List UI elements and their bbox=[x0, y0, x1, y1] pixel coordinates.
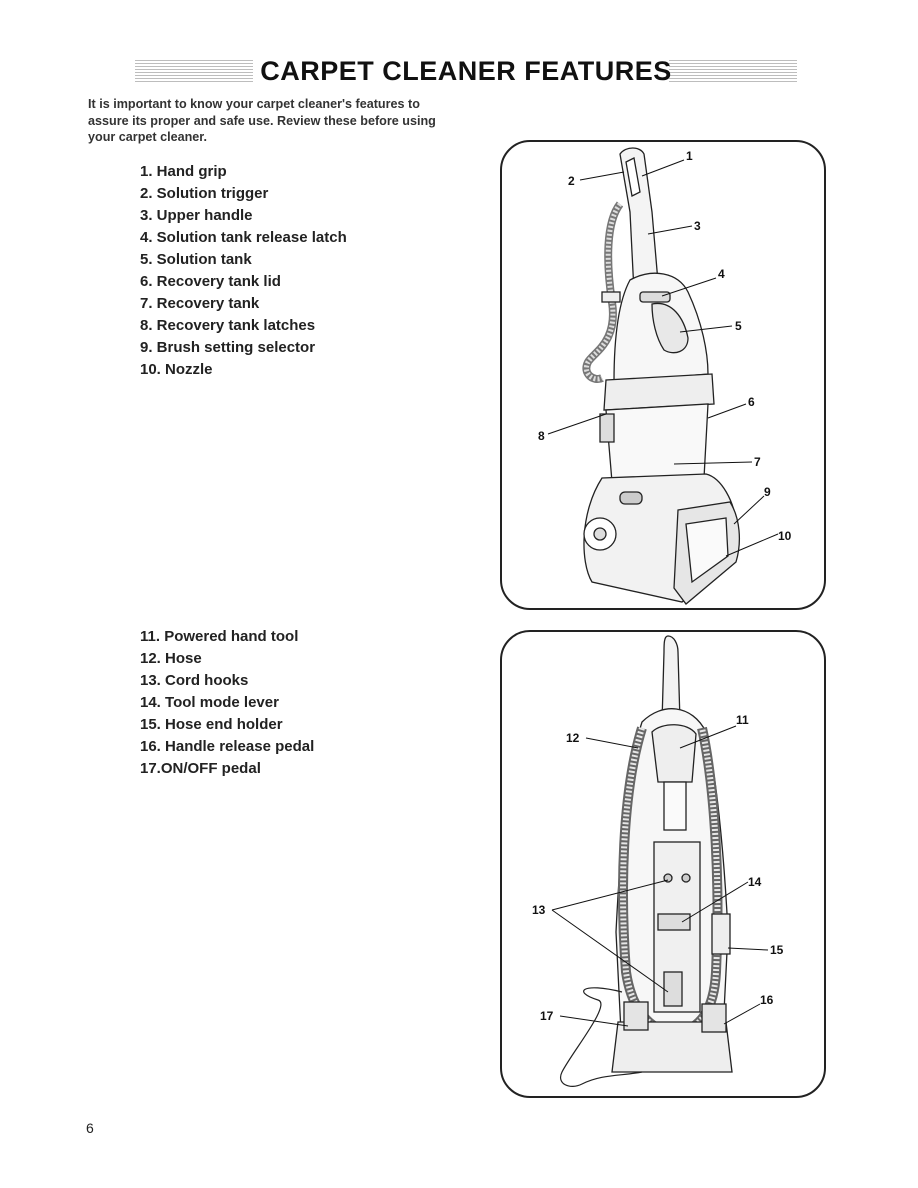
back-callouts: 11 12 13 14 15 16 17 bbox=[532, 713, 784, 1027]
callout-label: 4 bbox=[718, 267, 725, 281]
back-feature-list: 11. Powered hand tool 12. Hose 13. Cord … bbox=[140, 626, 314, 780]
title-hatch-right bbox=[669, 58, 797, 82]
front-view-diagram: 1 2 3 4 5 6 7 8 9 10 bbox=[500, 140, 826, 610]
callout-label: 9 bbox=[764, 485, 771, 499]
callout-label: 13 bbox=[532, 903, 546, 917]
callout-label: 8 bbox=[538, 429, 545, 443]
title-hatch-left bbox=[135, 58, 253, 82]
callout-label: 11 bbox=[736, 713, 749, 727]
callout-label: 10 bbox=[778, 529, 792, 543]
feature-item: 6. Recovery tank lid bbox=[140, 273, 281, 290]
feature-item: 10. Nozzle bbox=[140, 361, 213, 378]
title-band: CARPET CLEANER FEATURES bbox=[135, 56, 797, 86]
intro-text: It is important to know your carpet clea… bbox=[88, 97, 436, 144]
front-view-illustration: 1 2 3 4 5 6 7 8 9 10 bbox=[538, 147, 792, 605]
feature-item: 12. Hose bbox=[140, 650, 202, 667]
page-title: CARPET CLEANER FEATURES bbox=[260, 55, 672, 86]
feature-item: 7. Recovery tank bbox=[140, 295, 260, 312]
feature-item: 14. Tool mode lever bbox=[140, 694, 279, 711]
callout-label: 16 bbox=[760, 993, 774, 1007]
feature-item: 4. Solution tank release latch bbox=[140, 229, 347, 246]
callout-label: 5 bbox=[735, 319, 742, 333]
callout-label: 7 bbox=[754, 455, 761, 469]
back-view-diagram: 11 12 13 14 15 16 17 bbox=[500, 630, 826, 1098]
callout-label: 15 bbox=[770, 943, 784, 957]
feature-item: 2. Solution trigger bbox=[140, 185, 269, 202]
callout-label: 6 bbox=[748, 395, 755, 409]
callout-label: 12 bbox=[566, 731, 580, 745]
carpet-cleaner-front-drawing bbox=[582, 147, 741, 605]
callout-label: 2 bbox=[568, 174, 575, 188]
callout-label: 17 bbox=[540, 1009, 554, 1023]
feature-item: 13. Cord hooks bbox=[140, 672, 249, 689]
feature-item: 1. Hand grip bbox=[140, 163, 227, 180]
page-number: 6 bbox=[86, 1120, 94, 1136]
feature-item: 11. Powered hand tool bbox=[140, 628, 299, 645]
front-feature-list: 1. Hand grip 2. Solution trigger 3. Uppe… bbox=[140, 161, 347, 381]
callout-label: 14 bbox=[748, 875, 762, 889]
feature-item: 5. Solution tank bbox=[140, 251, 252, 268]
feature-item: 8. Recovery tank latches bbox=[140, 317, 316, 334]
callout-label: 3 bbox=[694, 219, 701, 233]
back-view-illustration: 11 12 13 14 15 16 17 bbox=[532, 635, 784, 1087]
callout-label: 1 bbox=[686, 149, 693, 163]
feature-item: 3. Upper handle bbox=[140, 207, 253, 224]
feature-item: 17.ON/OFF pedal bbox=[140, 760, 261, 777]
feature-item: 15. Hose end holder bbox=[140, 716, 283, 733]
front-callouts: 1 2 3 4 5 6 7 8 9 10 bbox=[538, 149, 792, 557]
feature-item: 16. Handle release pedal bbox=[140, 738, 315, 755]
carpet-cleaner-back-drawing bbox=[560, 635, 733, 1087]
feature-item: 9. Brush setting selector bbox=[140, 339, 316, 356]
